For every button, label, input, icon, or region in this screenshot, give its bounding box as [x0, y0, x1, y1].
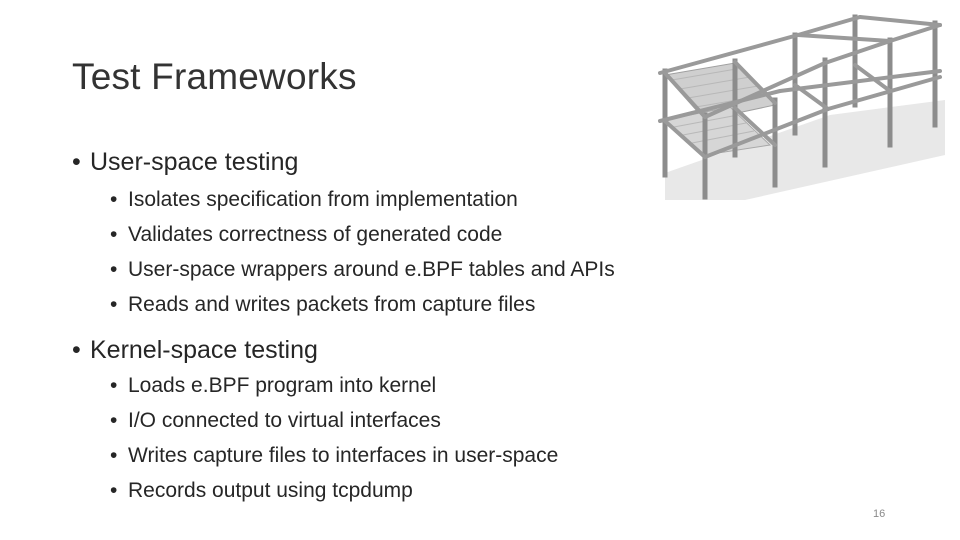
bullet-text: Loads e.BPF program into kernel: [128, 374, 437, 397]
sub-bullet: • I/O connected to virtual interfaces: [110, 409, 441, 433]
bullet-marker: •: [110, 293, 118, 316]
sub-bullet: • Reads and writes packets from capture f…: [110, 293, 535, 317]
slide-title: Test Frameworks: [72, 56, 357, 97]
bullet-text: User-space testing: [90, 148, 299, 176]
bullet-marker: •: [110, 479, 118, 502]
bullet-marker: •: [110, 409, 118, 432]
bullet-text: User-space wrappers around e.BPF tables …: [128, 258, 615, 281]
bullet-marker: •: [110, 444, 118, 467]
bullet-marker: •: [110, 374, 118, 397]
sub-bullet: • Loads e.BPF program into kernel: [110, 374, 436, 398]
sub-bullet: • Records output using tcpdump: [110, 479, 413, 503]
bullet-text: Records output using tcpdump: [128, 479, 413, 502]
sub-bullet: • User-space wrappers around e.BPF tables…: [110, 258, 615, 282]
bullet-text: Validates correctness of generated code: [128, 223, 503, 246]
sub-bullet: • Writes capture files to interfaces in u…: [110, 444, 558, 468]
building-frame-icon: [658, 14, 945, 200]
bullet-marker: •: [110, 258, 118, 281]
bullet-text: Reads and writes packets from capture fi…: [128, 293, 536, 316]
sub-bullet: • Validates correctness of generated code: [110, 223, 502, 247]
bullet-user-space-testing: • User-space testing: [72, 148, 298, 177]
bullet-kernel-space-testing: • Kernel-space testing: [72, 336, 318, 365]
bullet-text: Kernel-space testing: [90, 336, 318, 364]
sub-bullet: • Isolates specification from implementat…: [110, 188, 518, 212]
bullet-marker: •: [110, 223, 118, 246]
bullet-text: I/O connected to virtual interfaces: [128, 409, 441, 432]
bullet-marker: •: [72, 336, 81, 364]
bullet-text: Isolates specification from implementati…: [128, 188, 518, 211]
bullet-text: Writes capture files to interfaces in us…: [128, 444, 559, 467]
bullet-marker: •: [110, 188, 118, 211]
page-number: 16: [873, 508, 886, 520]
bullet-marker: •: [72, 148, 81, 176]
